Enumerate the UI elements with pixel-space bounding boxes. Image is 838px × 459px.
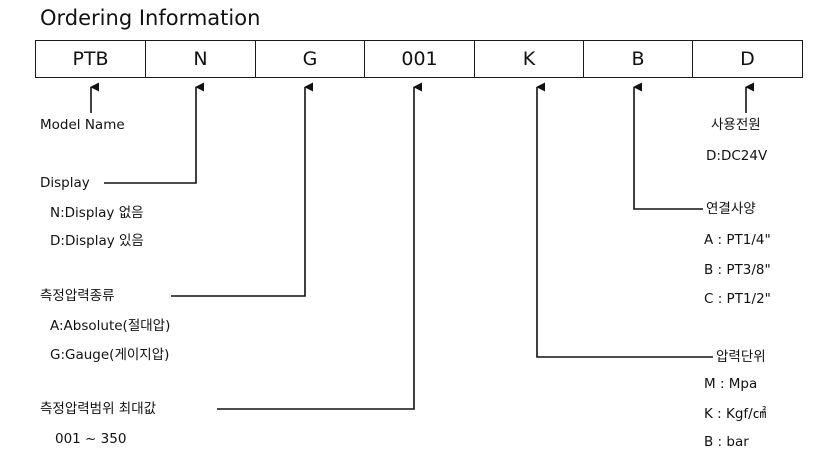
arrow-unit	[536, 82, 713, 358]
code-cell-model: PTB	[35, 40, 146, 78]
pressure-range-label: 측정압력범위 최대값	[40, 401, 157, 417]
power-option-d: D:DC24V	[706, 148, 768, 164]
display-option-n: N:Display 없음	[50, 205, 144, 221]
section-title: Ordering Information	[40, 6, 261, 30]
arrow-display	[104, 82, 205, 184]
code-cell-power: D	[692, 40, 803, 78]
arrow-pressure-range	[217, 82, 423, 410]
arrow-connection	[633, 82, 703, 210]
power-label: 사용전원	[711, 117, 761, 133]
arrow-pressure-type	[171, 82, 314, 297]
unit-label: 압력단위	[716, 349, 766, 365]
connection-option-b: B : PT3/8"	[704, 262, 771, 278]
code-cell-pressure-range: 001	[364, 40, 475, 78]
unit-option-k: K : Kgf/㎠	[704, 406, 767, 422]
pressure-range-option: 001 ~ 350	[55, 431, 127, 447]
pressure-type-option-a: A:Absolute(절대압)	[50, 318, 171, 334]
code-cell-pressure-type: G	[255, 40, 365, 78]
pressure-type-label: 측정압력종류	[40, 288, 115, 304]
display-option-d: D:Display 있음	[50, 233, 144, 249]
connection-option-a: A : PT1/4"	[704, 232, 771, 248]
connection-label: 연결사양	[706, 201, 756, 217]
pressure-type-option-g: G:Gauge(게이지압)	[50, 347, 170, 363]
code-cell-unit: K	[474, 40, 584, 78]
unit-option-b: B : bar	[704, 434, 749, 450]
order-code-table: PTB N G 001 K B D	[35, 40, 803, 78]
connection-option-c: C : PT1/2"	[704, 291, 771, 307]
display-label: Display	[40, 175, 90, 191]
code-cell-display: N	[145, 40, 256, 78]
code-cell-connection: B	[583, 40, 693, 78]
model-name-label: Model Name	[40, 117, 125, 133]
unit-option-m: M : Mpa	[704, 376, 758, 392]
